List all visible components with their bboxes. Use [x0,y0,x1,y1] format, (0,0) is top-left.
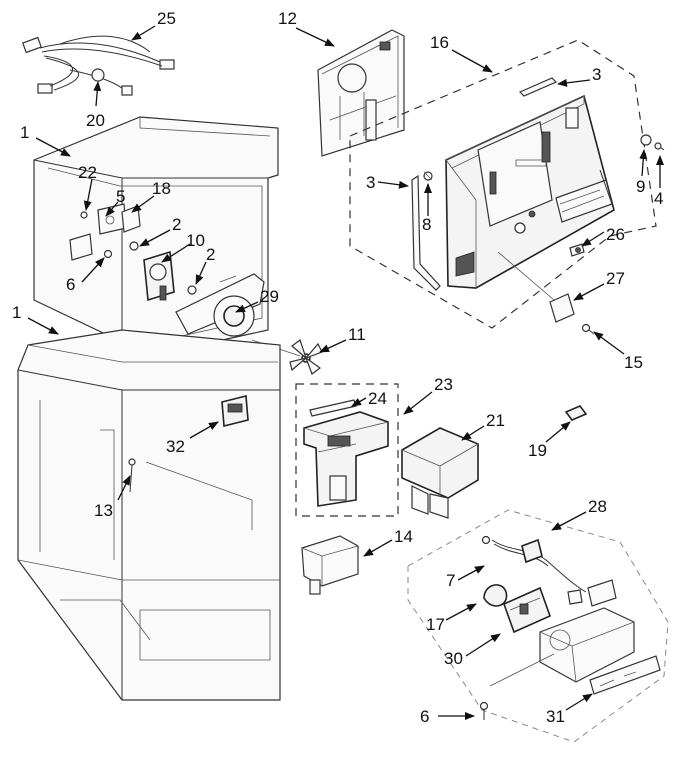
part-8-screw[interactable] [423,171,433,181]
part-6-screw-upper[interactable] [69,233,113,261]
callout-10: 10 [186,231,205,250]
part-24-gasket[interactable] [309,399,357,417]
part-3-bracket-upper[interactable] [518,77,558,97]
part-17-knob[interactable] [483,584,508,607]
callout-7: 7 [446,571,455,590]
callout-16: 16 [430,33,449,52]
part-21-damper-cover[interactable] [401,427,479,519]
callout-9: 9 [636,177,645,196]
callout-27: 27 [606,269,625,288]
callout-5: 5 [116,187,125,206]
part-13-probe[interactable] [128,458,136,493]
part-23-damper-housing[interactable] [303,411,389,507]
callout-30: 30 [444,649,463,668]
callout-25: 25 [157,9,176,28]
callout-1-upper: 1 [20,123,29,142]
part-1-fresh-food-liner[interactable] [17,329,281,701]
part-2-grommet-right[interactable] [187,285,197,295]
callout-29: 29 [260,287,279,306]
part-22-screw[interactable] [80,211,88,219]
callout-22: 22 [78,163,97,182]
part-10-fan-motor[interactable] [143,250,175,302]
callout-12: 12 [278,9,297,28]
callout-17: 17 [426,615,445,634]
callout-6-upper: 6 [66,275,75,294]
callout-3-upper: 3 [592,65,601,84]
part-15-screw[interactable] [581,323,595,335]
part-4-screw[interactable] [654,142,665,151]
part-14-air-duct[interactable] [301,535,359,595]
callout-4: 4 [654,189,663,208]
part-6-screw-lower[interactable] [479,701,489,721]
callout-14: 14 [394,527,413,546]
callout-13: 13 [94,501,113,520]
part-2-grommet-left[interactable] [129,241,139,251]
callout-24: 24 [368,389,387,408]
part-7-connector[interactable] [481,535,491,545]
callout-15: 15 [624,353,643,372]
part-23-group [295,383,399,517]
part-30-control-board[interactable] [502,586,552,634]
callout-3-left: 3 [366,173,375,192]
part-16-control-housing[interactable] [445,94,615,289]
leader-lines [27,25,664,720]
callout-23: 23 [434,375,453,394]
part-19-switch[interactable] [564,405,588,421]
callout-19: 19 [528,441,547,460]
part-3-bracket-left[interactable] [411,174,441,291]
callout-11: 11 [348,325,366,344]
callout-2-right: 2 [206,245,215,264]
callout-31: 31 [546,707,565,726]
part-28-control-harness[interactable] [491,538,617,607]
callout-28: 28 [588,497,607,516]
callout-21: 21 [486,411,505,430]
part-26-clip[interactable] [569,243,585,257]
part-12-duct-cover[interactable] [317,29,405,157]
callout-26: 26 [606,225,625,244]
part-16-control-housing-group [349,39,657,329]
callout-8: 8 [422,215,431,234]
callout-32: 32 [166,437,185,456]
part-28-group [407,509,669,743]
part-29-fan-shroud[interactable] [175,273,265,337]
part-32-light-switch[interactable] [221,394,249,428]
callout-18: 18 [152,179,171,198]
callout-1-lower: 1 [12,303,21,322]
callout-20: 20 [86,111,105,130]
part-31-control-box[interactable] [489,607,661,695]
part-27-cover-plate[interactable] [497,251,575,323]
callout-2-left: 2 [172,215,181,234]
part-9-washer[interactable] [640,134,652,146]
part-25-wire-harness[interactable] [22,35,175,96]
callout-labels: 25 20 1 22 5 18 6 2 10 2 29 1 12 16 3 3 … [12,9,663,726]
callout-6-lower: 6 [420,707,429,726]
